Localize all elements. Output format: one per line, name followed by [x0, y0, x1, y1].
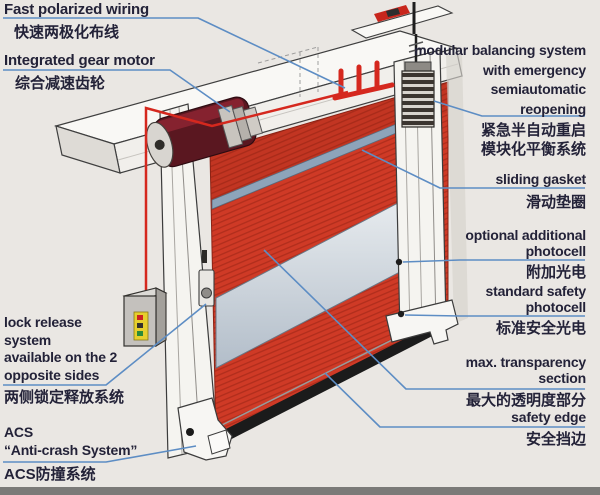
label-balancing-zh-line1: 紧急半自动重启 [480, 122, 586, 139]
photo-border-strip [0, 487, 600, 495]
left-column-foot [177, 397, 233, 461]
left-guide-column [159, 103, 233, 461]
leader-max-transparency [263, 249, 585, 390]
label-standard-photocell-line2: photocell [525, 299, 587, 315]
top-shaft-bracket [350, 2, 454, 39]
leader-lock-release [3, 303, 207, 386]
label-safety-edge-zh: 安全挡边 [525, 431, 586, 448]
hidden-edge-dashes [257, 46, 319, 97]
leader-balancing [433, 100, 585, 117]
leader-sliding-gasket [361, 149, 585, 189]
leader-optional-photocell [402, 259, 585, 263]
safety-edge-bar [216, 320, 444, 446]
wiring-symbol [332, 60, 395, 101]
label-balancing-en: modular balancing system with emergency … [356, 41, 586, 119]
label-lock-release-zh: 两侧锁定释放系统 [4, 389, 125, 406]
leader-fast-wiring [3, 17, 346, 89]
label-max-transparency-line1: max. transparency [465, 354, 587, 370]
label-acs-en: ACS “Anti-crash System” [4, 424, 137, 459]
label-lock-release-en: lock release system available on the 2 o… [4, 314, 117, 384]
label-safety-edge-en: safety edge [511, 409, 586, 425]
label-balancing-line4: reopening [520, 100, 586, 117]
label-optional-photocell-zh: 附加光电 [525, 264, 586, 281]
balancing-spring-stack [401, 34, 435, 128]
leader-standard-photocell [404, 314, 585, 317]
label-balancing-line1: modular balancing system [414, 42, 586, 58]
leader-acs [3, 445, 197, 463]
label-acs-line1: ACS [4, 424, 33, 440]
label-standard-photocell-en: standard safety photocell [356, 283, 587, 315]
label-acs-line2: “Anti-crash System” [4, 441, 138, 458]
label-optional-photocell-line2: photocell [525, 243, 587, 259]
label-balancing-line2: with emergency [482, 61, 586, 78]
label-standard-photocell-zh: 标准安全光电 [495, 320, 586, 337]
label-max-transparency-en: max. transparency section [356, 354, 587, 386]
label-balancing-zh-line2: 模块化平衡系统 [480, 141, 586, 158]
lock-release-box [122, 287, 168, 347]
label-sliding-gasket-en: sliding gasket [495, 171, 586, 187]
lock-handle [198, 250, 215, 307]
label-balancing-zh: 紧急半自动重启 模块化平衡系统 [356, 121, 586, 159]
right-column-foot [385, 299, 459, 345]
label-lock-release-line4: opposite sides [4, 366, 100, 383]
label-optional-photocell-line1: optional additional [465, 227, 586, 243]
leader-safety-edge [324, 372, 585, 428]
label-lock-release-line3: available on the 2 [4, 349, 118, 365]
label-fast-wiring-en: Fast polarized wiring [4, 1, 149, 18]
label-gear-motor-zh: 综合减速齿轮 [15, 75, 106, 92]
label-lock-release-line2: system [4, 331, 52, 348]
label-balancing-line3: semiautomatic [490, 81, 587, 97]
photocell-dot-standard [397, 310, 405, 318]
polarized-wiring-cable [144, 60, 395, 292]
label-lock-release-line1: lock release [4, 314, 82, 330]
label-optional-photocell-en: optional additional photocell [356, 227, 586, 259]
photocell-dot-optional [395, 258, 403, 266]
leader-gear-motor [3, 69, 231, 113]
label-max-transparency-line2: section [538, 370, 586, 386]
label-fast-wiring-zh: 快速两极化布线 [14, 24, 120, 41]
label-acs-zh: ACS防撞系统 [4, 466, 96, 483]
label-max-transparency-zh: 最大的透明度部分 [465, 392, 586, 409]
gear-motor [145, 96, 264, 168]
label-sliding-gasket-zh: 滑动垫圈 [525, 194, 586, 211]
label-standard-photocell-line1: standard safety [485, 283, 587, 299]
label-gear-motor-en: Integrated gear motor [4, 52, 155, 69]
